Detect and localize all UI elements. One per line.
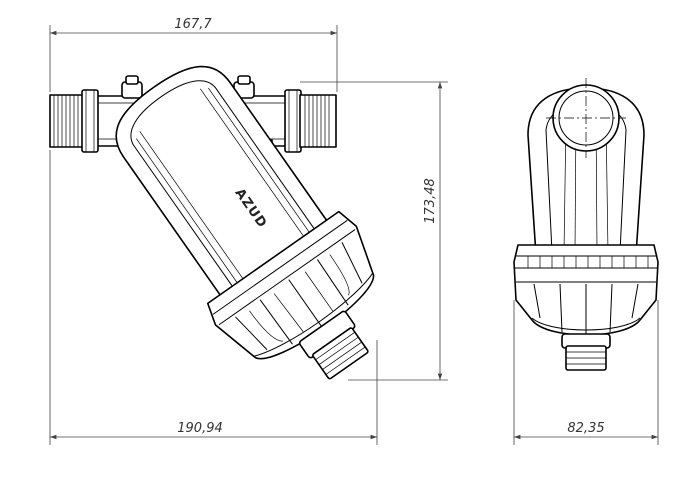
dim-label-overall-width: 190,94: [177, 421, 223, 436]
dim-label-overall-height: 173,48: [423, 178, 438, 224]
pressure-port-left: [121, 75, 143, 99]
front-view: AZUD: [49, 65, 375, 380]
dimension-overall-height: 173,48: [300, 81, 448, 381]
side-view: [513, 78, 659, 371]
dim-label-side-width: 82,35: [567, 421, 604, 436]
dimension-side-width: 82,35: [513, 300, 659, 445]
outlet-connector: [284, 89, 337, 153]
filter-body: AZUD: [115, 65, 375, 380]
inlet-connector: [49, 89, 99, 153]
dimension-overall-width: 190,94: [49, 150, 378, 445]
dim-label-top-width: 167,7: [174, 17, 212, 32]
dimension-top-width: 167,7: [49, 17, 338, 92]
